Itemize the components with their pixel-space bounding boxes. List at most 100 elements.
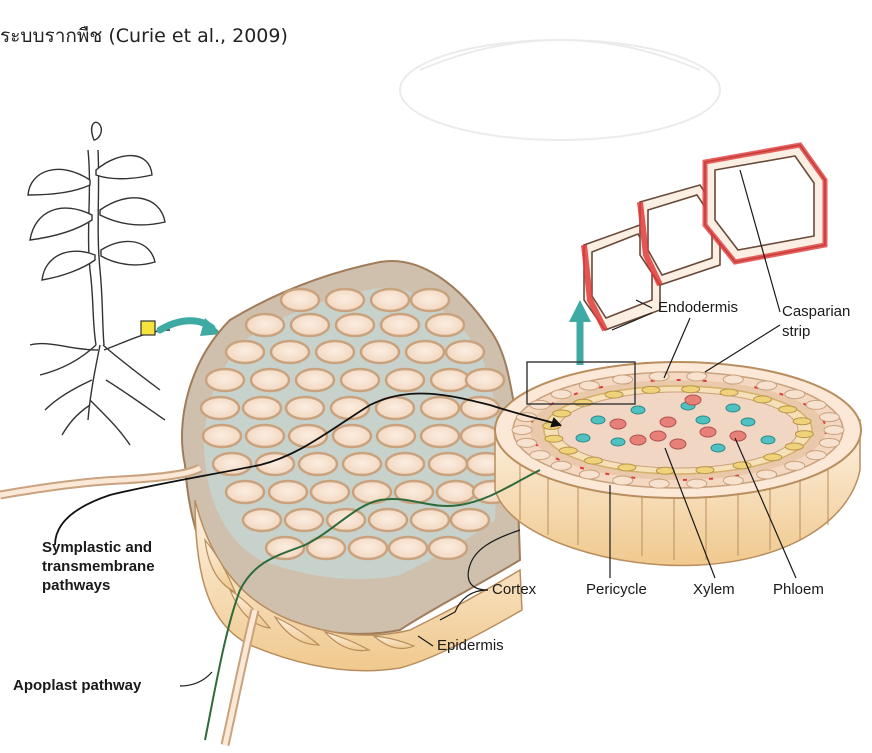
pericycle-cell — [720, 389, 738, 396]
cortex-ring-cell — [517, 438, 537, 447]
cortex-ring-cell — [613, 375, 633, 384]
cortex-ring-cell — [530, 451, 550, 460]
cortex-cell — [411, 289, 449, 311]
cortex-ring-cell — [687, 479, 707, 488]
cortex-cell — [426, 314, 464, 336]
xylem-cell — [630, 435, 646, 445]
cortex-ring-cell — [551, 461, 571, 470]
pericycle-cell — [656, 467, 674, 474]
cortex-cell — [246, 314, 284, 336]
cortex-cell — [333, 425, 371, 447]
cortex-cell — [406, 341, 444, 363]
cortex-cell — [269, 481, 307, 503]
cortex-cell — [369, 509, 407, 531]
label-pericycle: Pericycle — [586, 581, 647, 598]
cortex-ring-cell — [723, 476, 743, 485]
phloem-cell — [761, 436, 775, 444]
label-symplastic-line2: transmembrane — [42, 558, 155, 575]
pericycle-cell — [793, 418, 811, 425]
cortex-ring-cell — [551, 390, 571, 399]
cortex-cell — [316, 341, 354, 363]
teal-arrow-icon — [160, 318, 222, 336]
cortex-cell — [226, 481, 264, 503]
xylem-cell — [685, 395, 701, 405]
pericycle-cell — [642, 386, 660, 393]
xylem-cell — [700, 427, 716, 437]
cortex-cell — [386, 453, 424, 475]
cortex-cell — [281, 289, 319, 311]
phloem-cell — [576, 434, 590, 442]
cortex-cell — [421, 425, 459, 447]
pericycle-cell — [779, 406, 797, 413]
cortex-cell — [411, 509, 449, 531]
cortex-cell — [203, 425, 241, 447]
cortex-cell — [326, 289, 364, 311]
cortex-ring-cell — [579, 381, 599, 390]
label-casparian-line1: Casparian — [782, 303, 850, 320]
cortex-cell — [271, 341, 309, 363]
label-endodermis: Endodermis — [658, 299, 738, 316]
cortex-ring-cell — [579, 470, 599, 479]
figure-caption: ระบบรากพืช (Curie et al., 2009) — [0, 25, 288, 47]
pericycle-cell — [764, 454, 782, 461]
xylem-cell — [610, 419, 626, 429]
cortex-cell — [349, 537, 387, 559]
cortex-ring-cell — [819, 413, 839, 422]
phloem-cell — [726, 404, 740, 412]
cortex-cell — [429, 537, 467, 559]
label-epidermis: Epidermis — [437, 637, 504, 654]
phloem-cell — [591, 416, 605, 424]
cortex-ring-cell — [757, 470, 777, 479]
pericycle-cell — [785, 443, 803, 450]
xylem-cell — [730, 431, 746, 441]
plant-illustration — [28, 122, 170, 445]
watermark-seal — [400, 40, 720, 140]
cortex-cell — [311, 481, 349, 503]
pericycle-cell — [584, 457, 602, 464]
cortex-cell — [429, 453, 467, 475]
cortex-cell — [213, 453, 251, 475]
cortex-cell — [389, 537, 427, 559]
cortex-ring-cell — [806, 400, 826, 409]
cortex-cell — [243, 397, 281, 419]
label-symplastic-line3: pathways — [42, 577, 110, 594]
cortex-cell — [296, 369, 334, 391]
xylem-cell — [660, 417, 676, 427]
cortex-cell — [371, 289, 409, 311]
pericycle-cell — [682, 386, 700, 393]
cortex-cell — [343, 453, 381, 475]
teal-arrow-up-icon — [569, 300, 591, 365]
pericycle-cell — [754, 396, 772, 403]
phloem-cell — [696, 416, 710, 424]
phloem-cell — [711, 444, 725, 452]
pericycle-cell — [795, 431, 813, 438]
cortex-cell — [286, 397, 324, 419]
cortex-cell — [206, 369, 244, 391]
pericycle-cell — [545, 435, 563, 442]
phloem-cell — [631, 406, 645, 414]
cortex-cell — [201, 397, 239, 419]
cortex-cell — [285, 509, 323, 531]
cortex-cell — [461, 425, 499, 447]
cortex-ring-cell — [785, 461, 805, 470]
cortex-cell — [299, 453, 337, 475]
label-xylem: Xylem — [693, 581, 735, 598]
cortex-cell — [377, 425, 415, 447]
cortex-ring-cell — [613, 476, 633, 485]
cortex-ring-cell — [723, 375, 743, 384]
pericycle-cell — [574, 399, 592, 406]
cortex-cell — [431, 369, 469, 391]
phloem-cell — [611, 438, 625, 446]
label-symplastic-line1: Symplastic and — [42, 539, 152, 556]
cortex-ring-cell — [824, 426, 844, 435]
xylem-cell — [670, 439, 686, 449]
cortex-cell — [341, 369, 379, 391]
cortex-cell — [381, 314, 419, 336]
cortex-ring-cell — [757, 381, 777, 390]
cortex-cell — [246, 425, 284, 447]
cortex-cell — [386, 369, 424, 391]
cortex-cell — [226, 341, 264, 363]
xylem-cell — [650, 431, 666, 441]
label-apoplast: Apoplast pathway — [13, 677, 142, 694]
